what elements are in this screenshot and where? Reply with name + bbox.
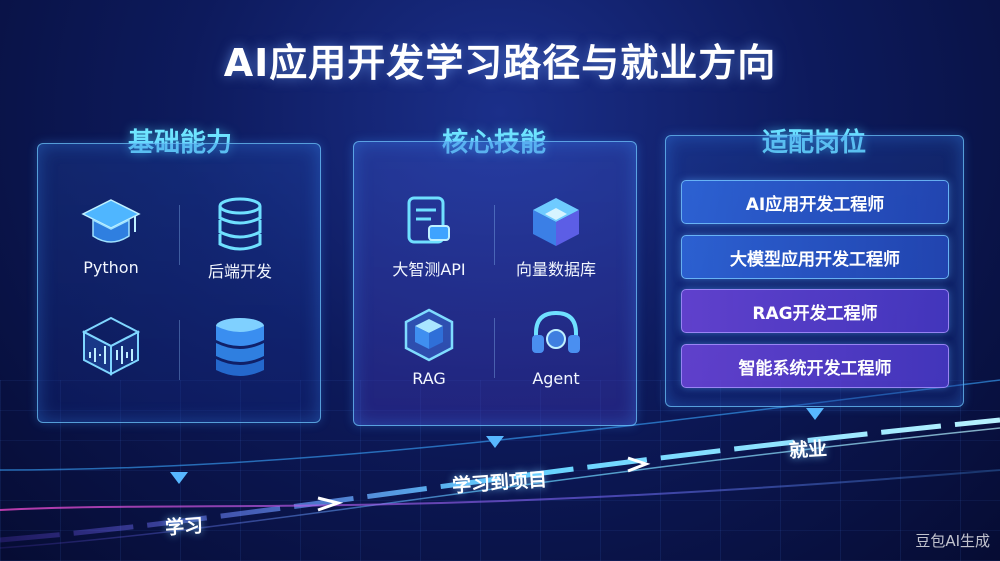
arrow-2 [627, 456, 651, 473]
job-ai-app-engineer: AI应用开发工程师 [681, 180, 949, 224]
item-agent: Agent [496, 307, 616, 388]
job-rag-engineer: RAG开发工程师 [681, 289, 949, 333]
job-intelligent-system-engineer: 智能系统开发工程师 [681, 344, 949, 388]
path-purple [0, 469, 1000, 511]
cube-icon [404, 308, 454, 362]
arrow-1 [317, 496, 344, 512]
item-llm-api: 大智测API [369, 194, 489, 280]
graduation-cap-icon [81, 199, 141, 243]
item-server [180, 316, 300, 378]
watermark: 豆包AI生成 [915, 532, 990, 550]
job-llm-app-engineer: 大模型应用开发工程师 [681, 235, 949, 279]
headset-icon [532, 310, 580, 353]
step-employment: 就业 [788, 438, 828, 462]
page-title: AI应用开发学习路径与就业方向 [223, 41, 777, 85]
database-stack-icon [218, 197, 262, 251]
column-title-jobs: 适配岗位 [714, 122, 914, 159]
cube-cluster-icon [533, 198, 579, 246]
down-arrow-icon [486, 436, 504, 448]
column-title-core-skills: 核心技能 [394, 122, 594, 159]
divider [494, 205, 495, 265]
document-card-icon [407, 196, 450, 244]
panel-core-skills [353, 141, 637, 426]
path-main [0, 417, 1000, 543]
panel-foundation [37, 143, 321, 423]
divider [494, 318, 495, 378]
server-stack-icon [216, 318, 264, 376]
item-label: 向量数据库 [515, 260, 596, 279]
divider [179, 205, 180, 265]
path-cyan [0, 379, 1000, 471]
item-label: RAG [412, 369, 446, 388]
item-cube-wave [51, 312, 171, 378]
path-glow [0, 427, 1000, 549]
item-backend: 后端开发 [180, 196, 300, 282]
item-label: Agent [532, 369, 580, 388]
item-python: Python [51, 196, 171, 277]
item-label: 大智测API [392, 260, 466, 279]
step-learn: 学习 [164, 514, 204, 540]
divider [179, 320, 180, 380]
item-label: Python [83, 258, 139, 277]
down-arrow-icon [806, 408, 824, 420]
cube-waveform-icon [81, 316, 141, 376]
down-arrow-icon [170, 472, 188, 484]
background-grid [0, 380, 1000, 561]
item-vector-db: 向量数据库 [496, 194, 616, 280]
item-label: 后端开发 [207, 262, 272, 281]
item-rag: RAG [369, 307, 489, 388]
